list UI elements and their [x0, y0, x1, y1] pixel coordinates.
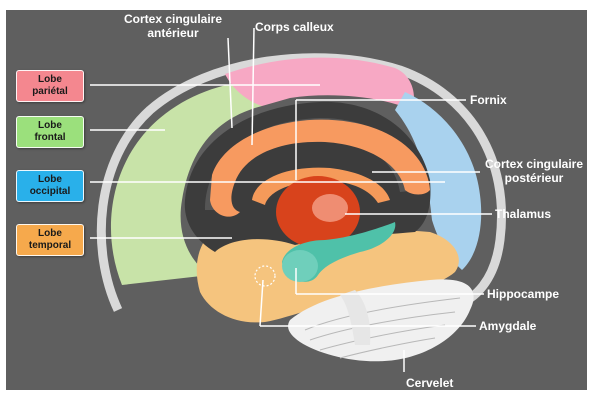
label-cca-line1: Cortex cingulaire — [108, 12, 238, 26]
lobe-temporal-line1: Lobe — [38, 228, 62, 240]
lobe-temporal-label: Lobe temporal — [16, 224, 84, 256]
lobe-parietal-label: Lobe pariétal — [16, 70, 84, 102]
lobe-occipital-line1: Lobe — [38, 174, 62, 186]
lobe-frontal-line2: frontal — [34, 132, 65, 144]
label-ccp-line2: postérieur — [478, 171, 590, 185]
lobe-frontal-line1: Lobe — [38, 120, 62, 132]
lobe-occipital-line2: occipital — [30, 186, 71, 198]
hippocampe-head — [282, 250, 318, 282]
label-hippocampe: Hippocampe — [487, 287, 559, 301]
label-ccp-line1: Cortex cingulaire — [478, 157, 590, 171]
label-cortex-cingulaire-posterieur: Cortex cingulaire postérieur — [478, 157, 590, 185]
label-amygdale: Amygdale — [479, 319, 536, 333]
label-corps-calleux: Corps calleux — [255, 20, 334, 34]
thalamus-highlight — [312, 194, 348, 222]
label-cervelet: Cervelet — [406, 376, 453, 390]
lobe-frontal-label: Lobe frontal — [16, 116, 84, 148]
label-cortex-cingulaire-anterieur: Cortex cingulaire antérieur — [108, 12, 238, 40]
label-cca-line2: antérieur — [108, 26, 238, 40]
label-fornix: Fornix — [470, 93, 507, 107]
lobe-occipital-label: Lobe occipital — [16, 170, 84, 202]
lobe-temporal-line2: temporal — [29, 240, 71, 252]
lobe-parietal-line1: Lobe — [38, 74, 62, 86]
label-thalamus: Thalamus — [495, 207, 551, 221]
lobe-parietal-line2: pariétal — [32, 86, 68, 98]
